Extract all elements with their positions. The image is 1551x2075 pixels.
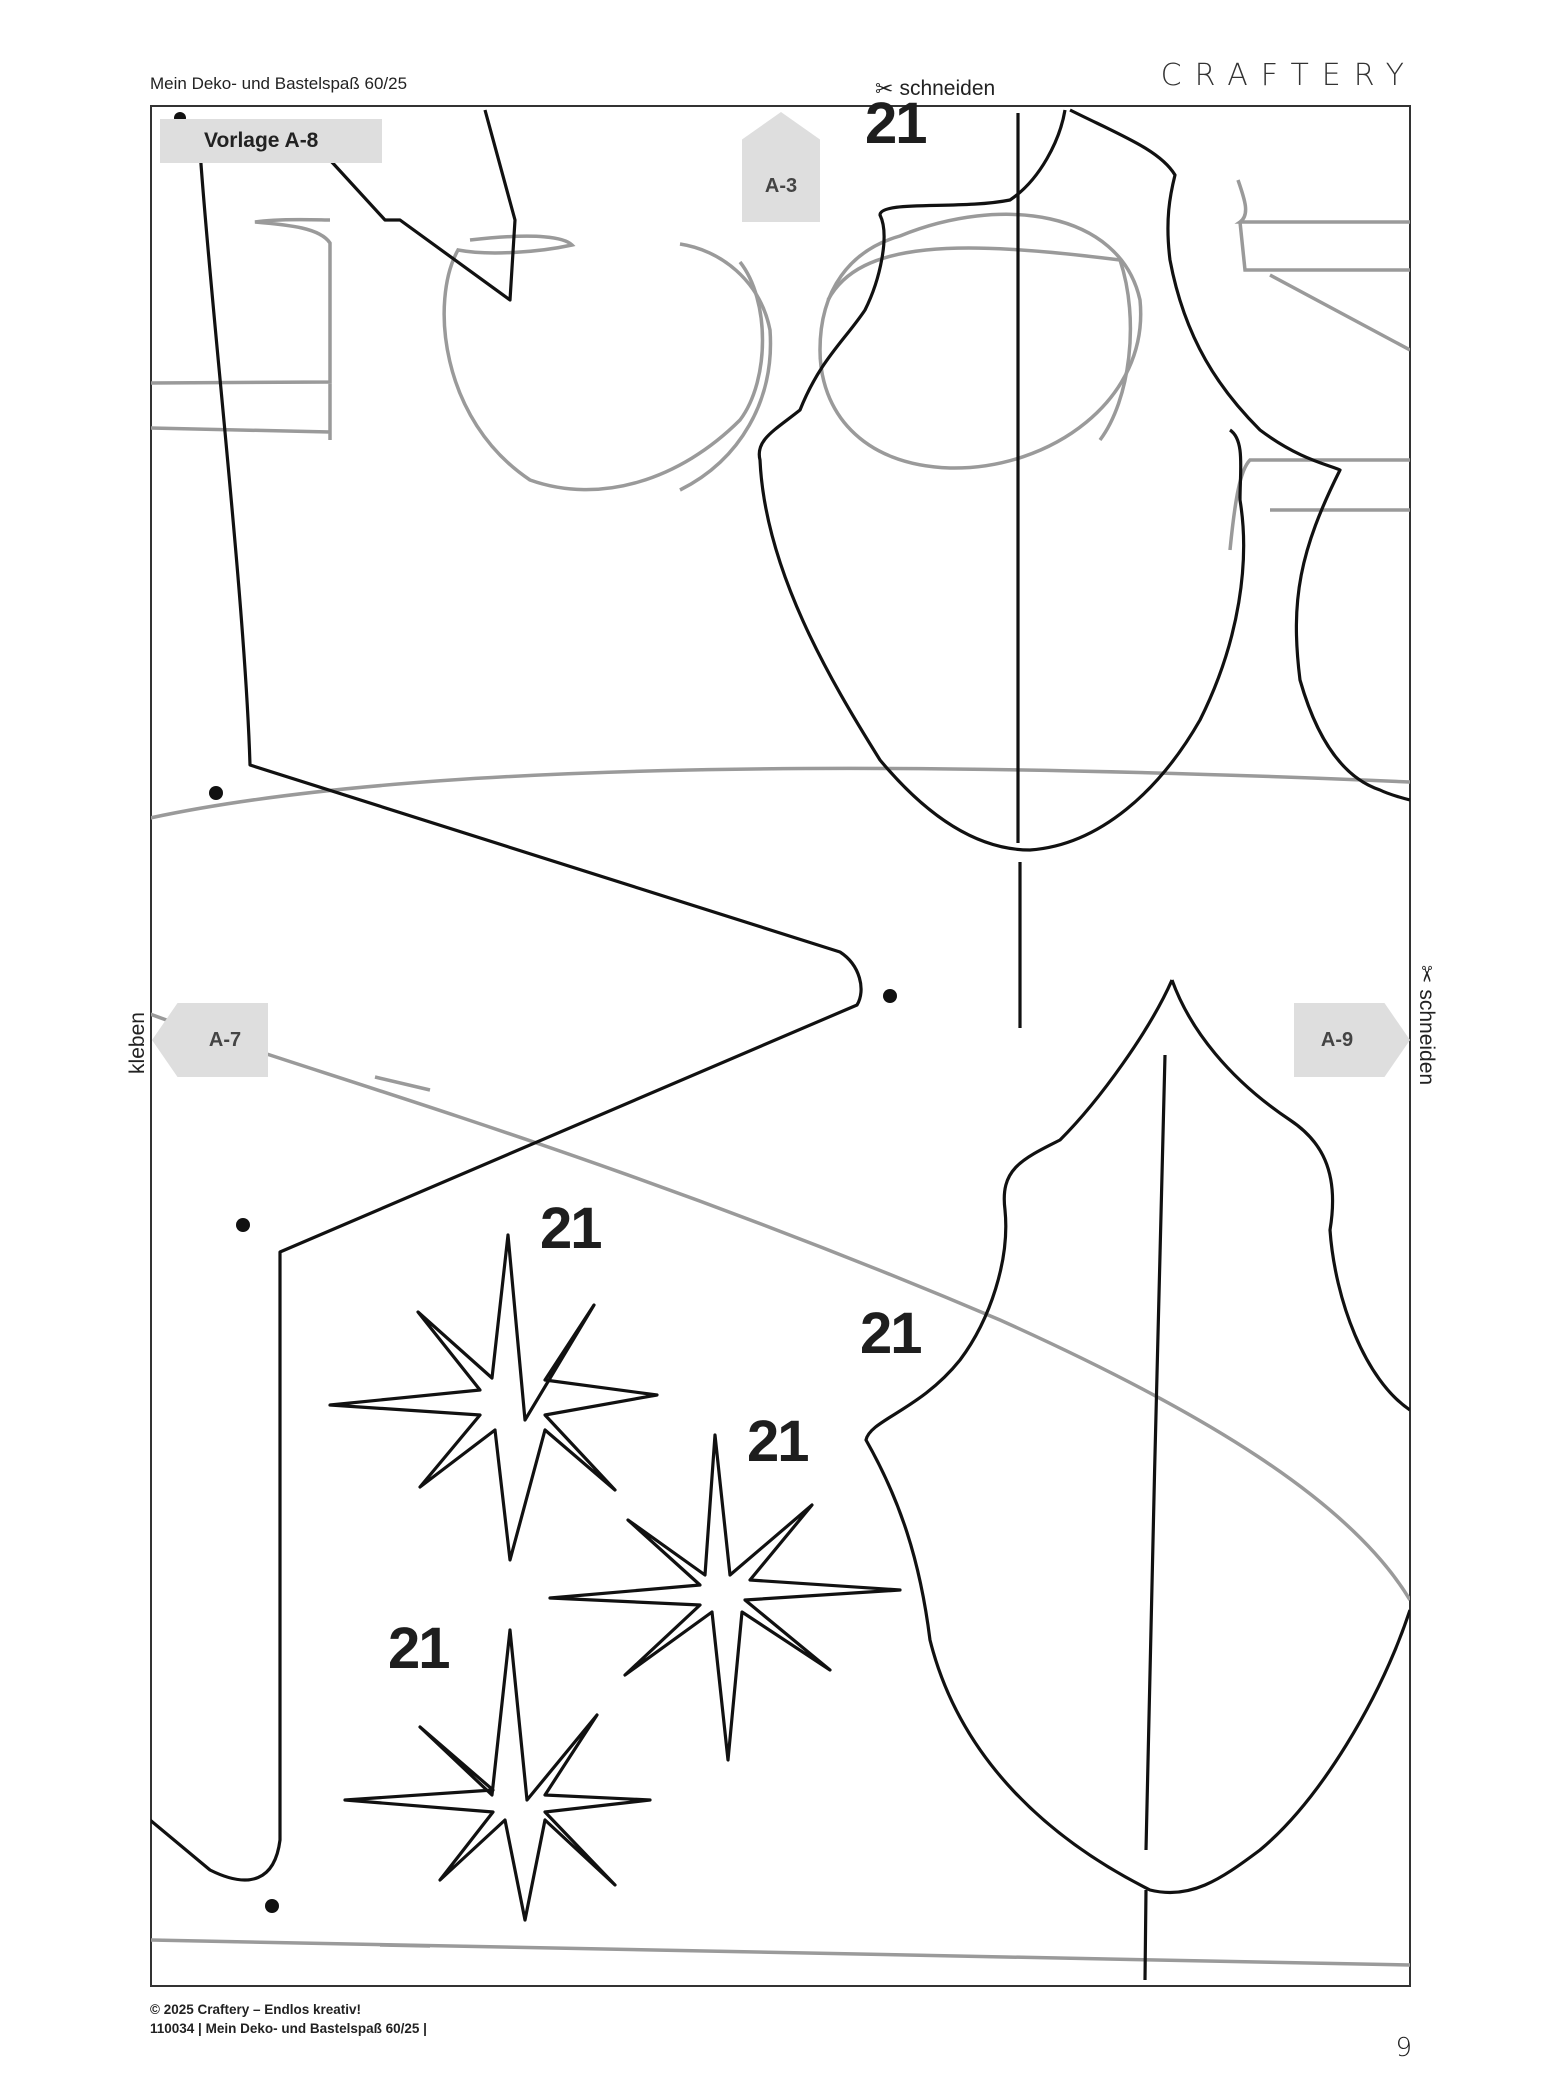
cut-line-right: ✂ schneiden [1413,965,1439,1085]
cut-line-top: ✂ schneiden [875,76,995,102]
star-shape [548,1433,902,1762]
part-number: 21 [540,1196,602,1261]
scissors-icon: ✂ [875,76,894,101]
connector-right-a9: A-9 [1294,1003,1410,1077]
part-number: 21 [747,1409,809,1474]
star-shape [343,1628,652,1922]
footer-copyright: © 2025 Craftery – Endlos kreativ! [150,2002,362,2017]
footer-product: 110034 | Mein Deko- und Bastelspaß 60/25… [150,2021,427,2036]
guide-lines [151,179,1410,1967]
part-number: 21 [860,1301,922,1366]
connector-left-a7: A-7 [152,1003,268,1077]
glue-label-left: kleben [126,1012,149,1074]
page-number: 9 [1395,2033,1412,2063]
template-frame [150,105,1411,1987]
scissors-icon: ✂ [1414,964,1439,984]
cut-label-right: schneiden [1415,989,1438,1086]
template-label: Vorlage A-8 [160,119,382,163]
page-header-title: Mein Deko- und Bastelspaß 60/25 [150,74,408,93]
star-shape [328,1233,659,1562]
cut-outlines [151,108,1410,1981]
cut-label-top: schneiden [899,77,996,100]
part-number: 21 [865,91,927,156]
page-footer: © 2025 Craftery – Endlos kreativ! 110034… [150,2000,427,2038]
brand-logo: CRAFTERY [1160,58,1417,93]
part-number: 21 [388,1616,450,1681]
